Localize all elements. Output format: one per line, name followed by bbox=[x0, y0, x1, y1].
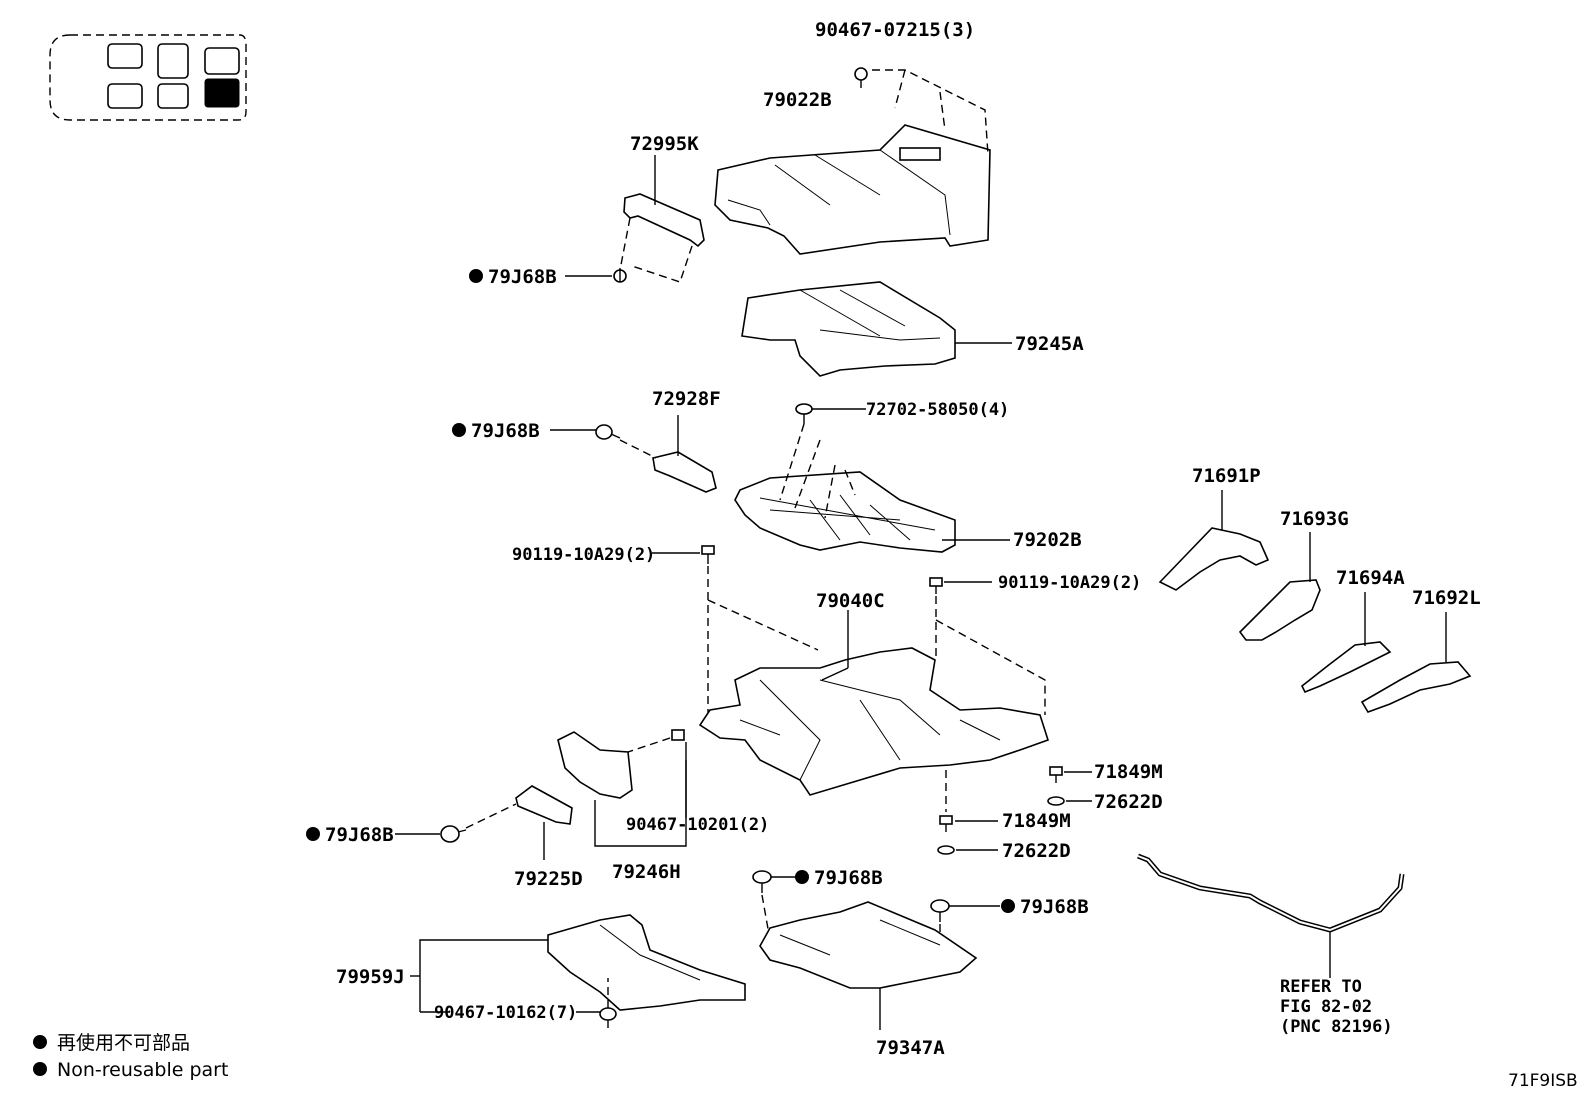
callout-90467-07215: 90467-07215(3) bbox=[815, 19, 975, 41]
callout-71694A: 71694A bbox=[1336, 567, 1405, 589]
legend-dot-en bbox=[33, 1062, 47, 1076]
callout-79245A: 79245A bbox=[1015, 333, 1084, 355]
cover-71691P bbox=[1158, 527, 1270, 591]
seat-cushion-cover-79022B bbox=[714, 124, 991, 255]
callout-79202B: 79202B bbox=[1013, 529, 1082, 551]
callout-79040C: 79040C bbox=[816, 590, 885, 612]
nut-71849M-b bbox=[939, 815, 953, 832]
seat-cushion-pad-79245A bbox=[741, 281, 956, 377]
callout-72702-58050: 72702-58050(4) bbox=[866, 400, 1009, 420]
handle-72995K bbox=[623, 193, 705, 248]
legend-dot-jp bbox=[33, 1035, 47, 1049]
non-reusable-dot bbox=[795, 870, 809, 884]
seat-frame-79202B bbox=[734, 471, 956, 553]
cover-71693G bbox=[1238, 579, 1321, 641]
bolt-90119-10A29-b bbox=[929, 577, 943, 594]
callout-79022B: 79022B bbox=[763, 89, 832, 111]
seat-adjuster-79040C bbox=[698, 647, 1049, 796]
cover-79225D bbox=[515, 785, 573, 825]
callout-79246H: 79246H bbox=[612, 861, 681, 883]
callout-72622D-b: 72622D bbox=[1002, 840, 1071, 862]
callout-90467-10201: 90467-10201(2) bbox=[626, 815, 769, 835]
washer-72622D-a bbox=[1047, 796, 1065, 806]
clip-79J68B-d bbox=[752, 870, 772, 893]
non-reusable-dot bbox=[1001, 899, 1015, 913]
callout-79J68B-a: 79J68B bbox=[488, 266, 557, 288]
callout-90119-10A29-a: 90119-10A29(2) bbox=[512, 545, 655, 565]
bracket-72928F bbox=[652, 451, 717, 493]
callout-71692L: 71692L bbox=[1412, 587, 1481, 609]
callout-71691P: 71691P bbox=[1192, 465, 1261, 487]
cover-79246H bbox=[557, 731, 633, 799]
callout-72995K: 72995K bbox=[630, 133, 699, 155]
non-reusable-dot bbox=[452, 423, 466, 437]
callout-79J68B-c: 79J68B bbox=[325, 824, 394, 846]
refer-note-line2: FIG 82-02 bbox=[1280, 997, 1372, 1017]
callout-72928F: 72928F bbox=[652, 388, 721, 410]
callout-79347A: 79347A bbox=[876, 1037, 945, 1059]
locator-seat-selected bbox=[204, 78, 240, 108]
nut-71849M-a bbox=[1049, 766, 1063, 783]
callout-90467-10162: 90467-10162(7) bbox=[434, 1003, 577, 1023]
clip-79J68B-b bbox=[595, 424, 621, 440]
callout-71849M-a: 71849M bbox=[1094, 761, 1163, 783]
clip-90467-10162 bbox=[599, 1007, 617, 1028]
non-reusable-dot bbox=[469, 269, 483, 283]
clip-90467-10201 bbox=[671, 729, 685, 741]
locator-seat-2 bbox=[157, 43, 189, 79]
locator-seat-1 bbox=[107, 43, 143, 69]
callout-79225D: 79225D bbox=[514, 868, 583, 890]
locator-seat-3 bbox=[204, 47, 240, 75]
callout-72622D-a: 72622D bbox=[1094, 791, 1163, 813]
locator-seat-4 bbox=[107, 83, 143, 109]
cover-71694A bbox=[1300, 641, 1392, 694]
callout-79J68B-d: 79J68B bbox=[814, 867, 883, 889]
refer-note-line3: (PNC 82196) bbox=[1280, 1017, 1393, 1037]
clip-79J68B-e bbox=[930, 899, 950, 922]
locator-seat-5 bbox=[157, 83, 189, 109]
screw-90467-07215 bbox=[854, 67, 868, 88]
bolt-90119-10A29-a bbox=[701, 545, 715, 564]
under-cover-79347A bbox=[759, 901, 978, 989]
clip-79J68B-c bbox=[440, 825, 467, 843]
non-reusable-dot bbox=[306, 827, 320, 841]
washer-72622D-b bbox=[937, 845, 955, 855]
callout-90119-10A29-b: 90119-10A29(2) bbox=[998, 573, 1141, 593]
clip-79J68B-a bbox=[613, 268, 627, 283]
callout-79J68B-b: 79J68B bbox=[471, 420, 540, 442]
cover-clip bbox=[899, 147, 941, 161]
seat-locator bbox=[49, 34, 247, 121]
legend-japanese: 再使用不可部品 bbox=[57, 1032, 190, 1054]
screw-72702-58050 bbox=[795, 403, 813, 424]
callout-71693G: 71693G bbox=[1280, 508, 1349, 530]
callout-79J68B-e: 79J68B bbox=[1020, 896, 1089, 918]
cover-71692L bbox=[1360, 661, 1472, 713]
refer-note-line1: REFER TO bbox=[1280, 977, 1362, 997]
figure-code: 71F9ISB bbox=[1508, 1071, 1578, 1091]
panel-79959J bbox=[547, 914, 746, 1011]
legend-english: Non-reusable part bbox=[57, 1059, 228, 1081]
callout-71849M-b: 71849M bbox=[1002, 810, 1071, 832]
callout-79959J: 79959J bbox=[336, 966, 405, 988]
wire-harness bbox=[1137, 853, 1405, 933]
